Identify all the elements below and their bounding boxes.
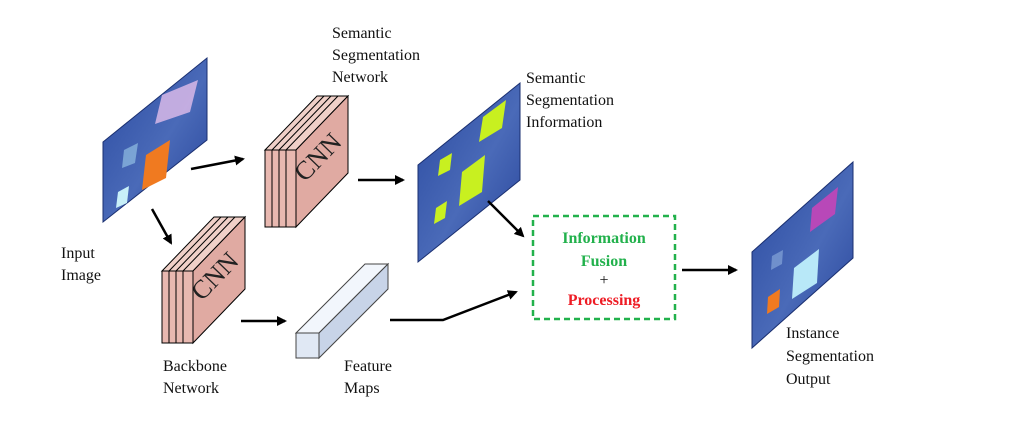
input-label-line2: Image [61, 267, 101, 284]
semantic-network-label-line1: Semantic [332, 25, 392, 42]
instance-shape-cyan [792, 249, 819, 299]
instance-label-line3: Output [786, 371, 831, 388]
semantic-shape-2 [459, 155, 485, 206]
arrow-input-to-semantic-cnn [190, 155, 245, 171]
backbone-label-line2: Network [163, 380, 219, 397]
feature-maps-label-line1: Feature [344, 358, 392, 375]
semantic-cnn-block: CNN [263, 94, 350, 229]
instance-shape-purple [810, 187, 838, 232]
semantic-network-label-line3: Network [332, 69, 388, 86]
feature-maps-block [294, 262, 390, 360]
arrow-input-to-backbone [150, 208, 173, 245]
instance-output-panel [751, 160, 854, 350]
backbone-cnn-block: CNN [160, 215, 247, 345]
semantic-info-label-line1: Semantic [526, 70, 586, 87]
shape-blue-translucent [122, 143, 138, 168]
shape-cyan [116, 186, 129, 208]
instance-shape-blue [771, 250, 783, 270]
fusion-plus: + [599, 272, 608, 289]
input-label-line1: Input [61, 245, 95, 262]
semantic-shape-3 [438, 153, 452, 176]
fusion-line3: Processing [568, 292, 641, 309]
instance-label-line2: Segmentation [786, 348, 874, 365]
semantic-info-label-line2: Segmentation [526, 92, 614, 109]
backbone-label-line1: Backbone [163, 358, 227, 375]
arrow-semantic-info-to-fusion [487, 200, 525, 238]
semantic-info-panel [417, 81, 521, 264]
semantic-info-label-line3: Information [526, 114, 602, 131]
instance-shape-orange [767, 289, 780, 314]
arrows [150, 155, 738, 326]
input-image-panel [102, 56, 208, 224]
fusion-box: Information Fusion + Processing [531, 214, 677, 321]
semantic-network-label-line2: Segmentation [332, 47, 420, 64]
semantic-shape-1 [479, 100, 506, 142]
arrow-feature-maps-to-fusion [390, 290, 518, 322]
fusion-line1: Information [562, 230, 646, 247]
feature-maps-label-line2: Maps [344, 380, 380, 397]
fusion-line2: Fusion [581, 253, 627, 270]
shape-orange [142, 140, 170, 190]
instance-label-line1: Instance [786, 325, 839, 342]
semantic-shape-4 [434, 201, 447, 224]
shape-purple [155, 80, 198, 124]
